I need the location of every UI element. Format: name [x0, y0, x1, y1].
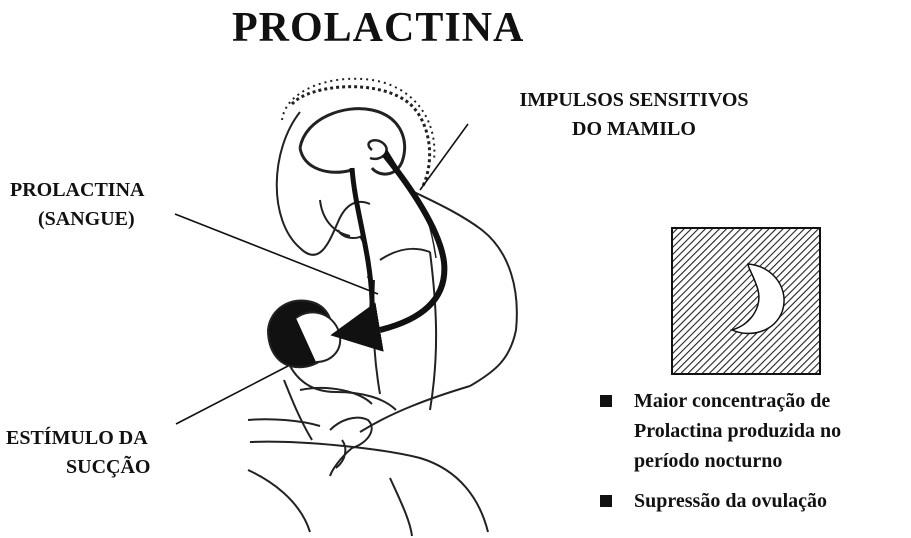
prolactina-label: PROLACTINA (SANGUE): [10, 176, 144, 234]
impulsos-line1: IMPULSOS SENSITIVOS: [474, 86, 794, 115]
impulsos-line2: DO MAMILO: [474, 115, 794, 144]
square-bullet-icon: [600, 495, 612, 507]
bullet-text: Supressão da ovulação: [634, 486, 827, 516]
prolactina-line2: (SANGUE): [10, 205, 144, 234]
leader-estimulo: [176, 366, 288, 424]
prolactina-line1: PROLACTINA: [10, 176, 144, 205]
impulsos-label: IMPULSOS SENSITIVOS DO MAMILO: [474, 86, 794, 144]
bullet-item: Supressão da ovulação: [600, 486, 905, 516]
bullet-item: Maior concentração de Prolactina produzi…: [600, 386, 905, 476]
estimulo-line1: ESTÍMULO DA: [6, 424, 150, 453]
estimulo-line2: SUCÇÃO: [6, 453, 150, 482]
estimulo-label: ESTÍMULO DA SUCÇÃO: [6, 424, 150, 482]
square-bullet-icon: [600, 395, 612, 407]
night-panel: [672, 228, 820, 374]
bullet-text: Maior concentração de Prolactina produzi…: [634, 386, 905, 476]
leader-prolactina: [175, 214, 378, 294]
bullet-list: Maior concentração de Prolactina produzi…: [600, 386, 905, 516]
leader-impulsos: [420, 124, 468, 190]
